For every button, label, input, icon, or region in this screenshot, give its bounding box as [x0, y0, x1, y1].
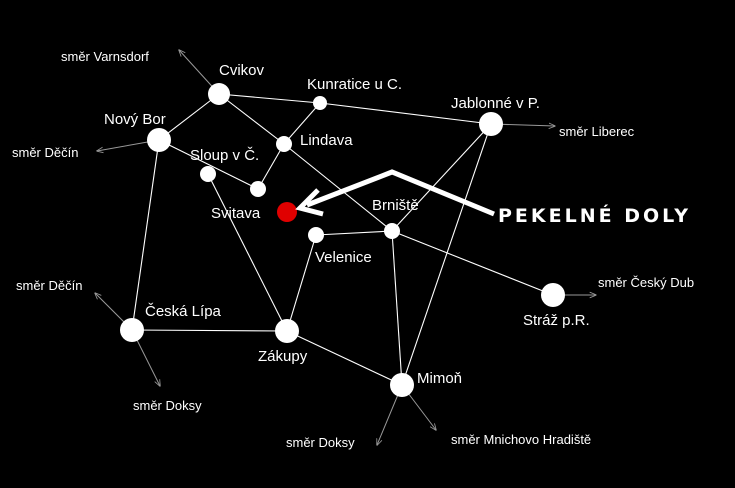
pointer-arrow-shaft — [306, 169, 495, 217]
point-sloup — [200, 166, 216, 182]
road-cvikov-lindava — [218, 93, 285, 145]
label-novy-bor: Nový Bor — [104, 111, 166, 128]
point-zakupy — [275, 319, 299, 343]
road-network — [131, 93, 554, 386]
label-ceska-lipa: Česká Lípa — [145, 303, 222, 320]
point-sloup-2 — [250, 181, 266, 197]
label-sloup: Sloup v Č. — [190, 147, 259, 164]
label-dir-doksy-1: směr Doksy — [133, 398, 202, 413]
point-mimon — [390, 373, 414, 397]
road-kunratice-lindava — [283, 102, 321, 145]
label-dir-cesky-dub: směr Český Dub — [598, 275, 694, 290]
road-lindava-sloup — [257, 143, 285, 190]
label-kunratice: Kunratice u C. — [307, 76, 402, 93]
label-dir-varnsdorf: směr Varnsdorf — [61, 49, 149, 64]
label-lindava: Lindava — [300, 132, 353, 149]
label-straz: Stráž p.R. — [523, 312, 590, 329]
label-dir-decin-1: směr Děčín — [12, 145, 78, 160]
road-kunratice-jablonne — [319, 102, 492, 125]
point-kunratice — [313, 96, 327, 110]
label-velenice: Velenice — [315, 249, 372, 266]
pointer-arrow — [295, 169, 495, 217]
label-mimon: Mimoň — [417, 370, 462, 387]
road-brniste-mimon — [391, 230, 403, 386]
point-ceska-lipa — [120, 318, 144, 342]
point-cvikov — [208, 83, 230, 105]
road-velenice-zakupy — [286, 234, 317, 332]
label-cvikov: Cvikov — [219, 62, 265, 79]
label-dir-liberec: směr Liberec — [559, 124, 635, 139]
road-jablonne-brniste — [391, 123, 492, 232]
road-cvikov-novy-bor — [158, 93, 220, 141]
road-novy-bor-sloup — [158, 139, 259, 190]
road-lindava-brniste — [283, 143, 393, 232]
road-novy-bor-ceska-lipa — [131, 139, 160, 331]
label-brniste: Brniště — [372, 197, 419, 214]
svitava-point — [277, 202, 297, 222]
road-zakupy-mimon — [286, 330, 403, 386]
label-zakupy: Zákupy — [258, 348, 308, 365]
label-svitava: Svitava — [211, 205, 261, 222]
road-cvikov-kunratice — [218, 93, 321, 104]
label-dir-doksy-2: směr Doksy — [286, 435, 355, 450]
label-jablonne: Jablonné v P. — [451, 95, 540, 112]
point-novy-bor — [147, 128, 171, 152]
label-dir-decin-2: směr Děčín — [16, 278, 82, 293]
road-brniste-straz — [391, 230, 554, 296]
map-title: PEKELNÉ DOLY — [498, 204, 691, 227]
point-brniste — [384, 223, 400, 239]
road-velenice-brniste — [315, 230, 393, 236]
town-points — [120, 83, 565, 397]
point-velenice — [308, 227, 324, 243]
road-jablonne-mimon — [401, 123, 492, 386]
point-jablonne — [479, 112, 503, 136]
label-dir-mnichovo: směr Mnichovo Hradiště — [451, 432, 591, 447]
pointer-arrow-head — [295, 188, 324, 217]
road-sloup-zakupy — [207, 173, 288, 332]
road-ceska-lipa-zakupy — [131, 329, 288, 332]
point-lindava — [276, 136, 292, 152]
point-straz — [541, 283, 565, 307]
